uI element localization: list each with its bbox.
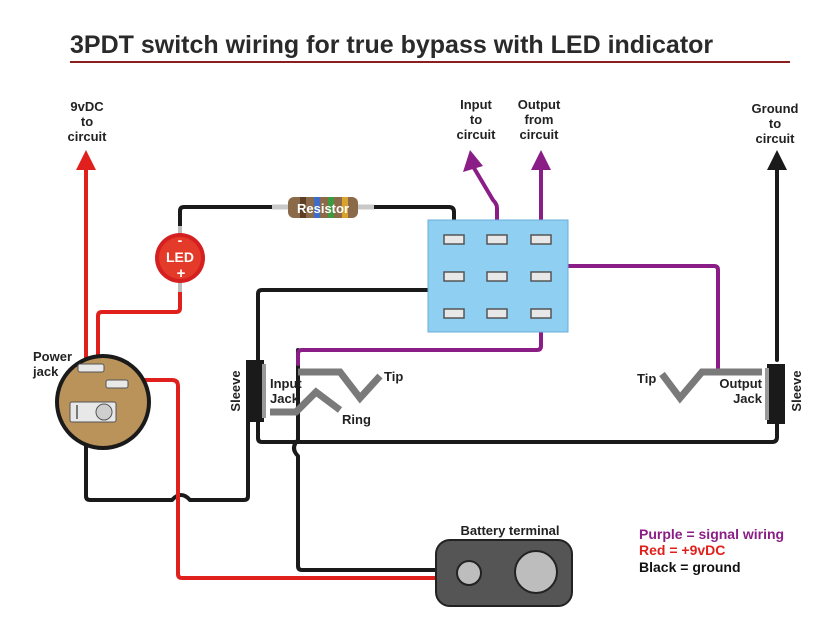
label-ground-to-circuit: Ground to circuit [752, 101, 799, 146]
label-input-jack-line: Input [270, 376, 302, 391]
wire-power-jack-to-battery [116, 378, 442, 580]
arrow-output-circuit-icon [531, 150, 551, 170]
legend-purple: Purple = signal wiring [639, 526, 784, 542]
label-9vdc-line: 9vDC [70, 99, 104, 114]
label-power-jack-line: Power [33, 349, 72, 364]
led: - LED + [155, 226, 205, 292]
label-tip-left: Tip [384, 369, 403, 384]
output-jack [659, 364, 785, 424]
label-output-from-circuit: Output from circuit [518, 97, 561, 142]
led-label: LED [166, 249, 194, 265]
label-ground-line: Ground [752, 101, 799, 116]
label-power-jack: Power jack [32, 349, 72, 379]
arrow-ground-icon [767, 150, 787, 170]
legend: Purple = signal wiring Red = +9vDC Black… [639, 526, 784, 575]
switch-lug [530, 308, 552, 319]
output-jack-tip-contact [659, 368, 762, 404]
label-ground-line: to [769, 116, 781, 131]
switch-lug [530, 271, 552, 282]
label-input-line: to [470, 112, 482, 127]
label-9vdc-line: circuit [67, 129, 107, 144]
label-output-jack-line: Jack [733, 391, 763, 406]
wire-power-jack-to-led [96, 288, 182, 367]
wire-resistor-to-switch [370, 205, 456, 240]
switch-lug [530, 234, 552, 245]
label-input-line: Input [460, 97, 492, 112]
label-output-line: circuit [519, 127, 559, 142]
led-plus: + [177, 265, 186, 282]
legend-red: Red = +9vDC [639, 542, 725, 558]
input-jack-tip-contact [298, 368, 383, 404]
legend-black: Black = ground [639, 559, 741, 575]
input-jack [246, 360, 383, 422]
wire-resistor-to-led [178, 205, 277, 230]
switch-lug [443, 271, 465, 282]
label-battery-terminal: Battery terminal [461, 523, 560, 538]
switch-lug [443, 234, 465, 245]
wire-switch-to-input-sleeve [256, 274, 456, 362]
label-input-jack-line: Jack [270, 391, 300, 406]
power-jack [55, 354, 151, 450]
label-sleeve-left: Sleeve [228, 370, 243, 411]
label-output-jack-line: Output [719, 376, 762, 391]
switch-lug [486, 271, 508, 282]
arrow-9vdc-icon [76, 150, 96, 170]
label-tip-right: Tip [637, 371, 656, 386]
wire-ring-to-battery [292, 348, 442, 572]
diagram-title: 3PDT switch wiring for true bypass with … [70, 31, 713, 59]
wire-power-jack-ground [84, 416, 250, 502]
label-output-jack: Output Jack [719, 376, 762, 406]
resistor-label: Resistor [297, 201, 349, 216]
battery-terminal [435, 539, 573, 607]
label-9vdc-line: to [81, 114, 93, 129]
wire-switch-to-input-tip [296, 311, 543, 366]
label-ring: Ring [342, 412, 371, 427]
input-jack-ring-contact [270, 387, 343, 416]
arrow-input-circuit-icon [463, 150, 483, 172]
switch-lug [443, 308, 465, 319]
label-sleeve-right: Sleeve [789, 370, 804, 411]
label-output-line: Output [518, 97, 561, 112]
wire-switch-to-input-circuit [472, 166, 499, 240]
label-ground-line: circuit [755, 131, 795, 146]
3pdt-switch [427, 219, 569, 333]
resistor: Resistor [272, 197, 374, 218]
switch-lug [486, 234, 508, 245]
label-9vdc: 9vDC to circuit [67, 99, 107, 144]
label-input-line: circuit [456, 127, 496, 142]
led-minus: - [178, 232, 183, 248]
wire-ground-bus [256, 418, 779, 444]
switch-lug [486, 308, 508, 319]
label-input-jack: Input Jack [270, 376, 302, 406]
label-power-jack-line: jack [32, 364, 59, 379]
label-input-to-circuit: Input to circuit [456, 97, 496, 142]
label-output-line: from [525, 112, 554, 127]
